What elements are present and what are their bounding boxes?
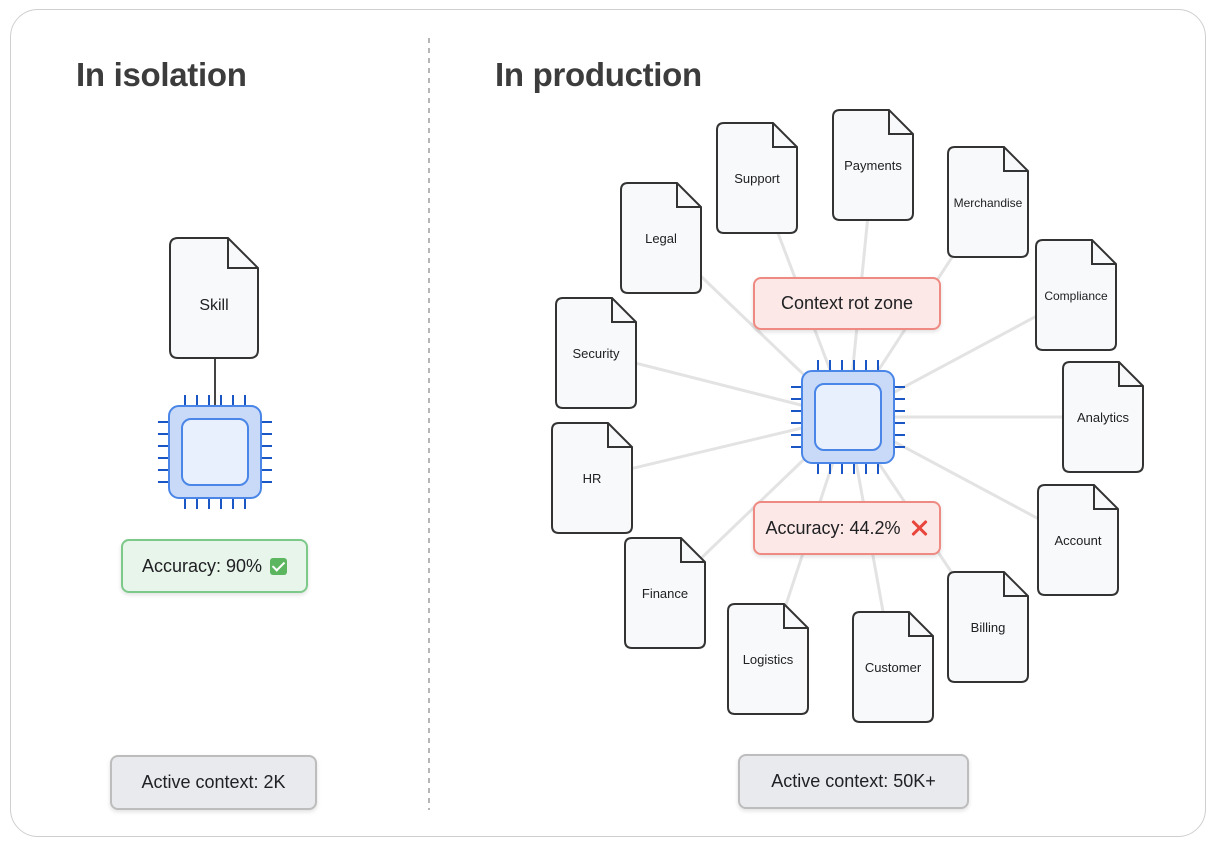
processor-chip-icon [158,395,272,509]
document-customer: Customer [852,611,934,723]
cross-icon [909,518,929,538]
document-payments: Payments [832,109,914,221]
document-icon [624,537,706,649]
processor-chip-icon [791,360,905,474]
document-icon [620,182,702,294]
document-label: Customer [865,660,922,675]
skill-document: Skill [169,237,259,359]
document-icon [852,611,934,723]
document-logistics: Logistics [727,603,809,715]
document-label: Legal [645,231,677,246]
document-label: Account [1055,533,1102,548]
accuracy-label: Accuracy: 90% [141,555,263,576]
document-label: Security [573,346,620,361]
context-rot-label: Context rot zone [780,293,914,313]
document-finance: Finance [624,537,706,649]
document-label: Billing [971,620,1006,635]
document-cluster: Support PaymentsMerchandiseLegalComplianc… [551,109,1144,723]
active-context-label: Active context: 50K+ [771,771,936,791]
active-context-label: Active context: 2K [141,772,286,792]
active-context-badge: Active context: 2K [110,755,317,810]
document-legal: Legal [620,182,702,294]
document-icon [727,603,809,715]
document-icon [716,122,798,234]
document-merchandise: Merchandise [947,146,1029,258]
document-label: Compliance [1044,289,1108,303]
document-billing: Billing [947,571,1029,683]
accuracy-badge-failure: Accuracy: 44.2% [753,501,941,555]
document-icon [947,571,1029,683]
document-compliance: Compliance [1035,239,1117,351]
document-analytics: Analytics [1062,361,1144,473]
left-panel-title: In isolation [76,56,247,93]
document-icon [551,422,633,534]
document-label: Logistics [743,652,794,667]
document-icon [1037,484,1119,596]
document-label: Finance [642,586,688,601]
skill-doc-label: Skill [199,297,228,314]
document-label: Support [734,171,780,186]
document-icon [555,297,637,409]
right-panel-title: In production [495,56,702,93]
document-security: Security [555,297,637,409]
document-label: Analytics [1077,410,1130,425]
document-icon [1035,239,1117,351]
context-rot-zone-badge: Context rot zone [753,277,941,330]
document-label: HR [583,471,602,486]
document-icon [947,146,1029,258]
document-label: Payments [844,158,902,173]
document-support: Support [716,122,798,234]
active-context-badge: Active context: 50K+ [738,754,969,809]
document-label: Merchandise [954,196,1023,210]
accuracy-label: Accuracy: 44.2% [765,517,901,538]
document-hr: HR [551,422,633,534]
accuracy-badge-success: Accuracy: 90% [121,539,308,593]
document-icon [1062,361,1144,473]
document-icon [832,109,914,221]
document-account: Account [1037,484,1119,596]
check-icon [270,557,288,575]
